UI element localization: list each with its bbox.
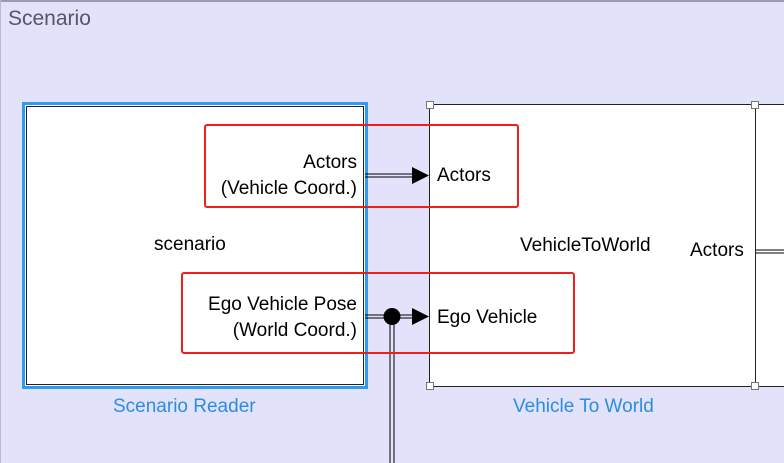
arrowhead-icon — [412, 167, 429, 184]
highlight-box-actors — [204, 124, 519, 208]
port-out-ego-pose-label: Ego Vehicle Pose (World Coord.) — [208, 294, 357, 341]
resize-handle-bottom-left[interactable] — [426, 382, 434, 390]
vehicle-to-world-caption[interactable]: Vehicle To World — [513, 396, 654, 417]
port-in-actors-label: Actors — [437, 165, 491, 186]
resize-handle-top-right[interactable] — [751, 101, 759, 109]
canvas-left-border — [0, 0, 1, 463]
vehicle-to-world-block-overflow — [756, 104, 784, 387]
vehicle-to-world-block[interactable] — [429, 104, 756, 387]
signal-line-actors-out[interactable] — [756, 249, 784, 254]
resize-handle-bottom-right[interactable] — [751, 382, 759, 390]
vehicle-to-world-name: VehicleToWorld — [520, 235, 651, 256]
port-in-ego-vehicle-label: Ego Vehicle — [437, 307, 538, 328]
resize-handle-top-left[interactable] — [426, 101, 434, 109]
arrowhead-icon — [412, 308, 429, 325]
scenario-reader-block[interactable] — [22, 102, 368, 389]
highlight-box-ego-vehicle — [181, 272, 575, 354]
branch-point-icon — [383, 308, 401, 325]
subsystem-title: Scenario — [8, 7, 91, 30]
canvas-top-border — [0, 0, 784, 2]
scenario-reader-frame — [26, 106, 364, 385]
scenario-reader-caption[interactable]: Scenario Reader — [113, 396, 256, 417]
signal-line-actors[interactable] — [365, 167, 429, 184]
signal-line-ego-pose[interactable] — [365, 308, 429, 463]
port-out-actors-label: Actors (Vehicle Coord.) — [220, 152, 357, 199]
scenario-reader-name: scenario — [154, 234, 226, 255]
port-out-actors-label-v2w: Actors — [690, 240, 744, 261]
